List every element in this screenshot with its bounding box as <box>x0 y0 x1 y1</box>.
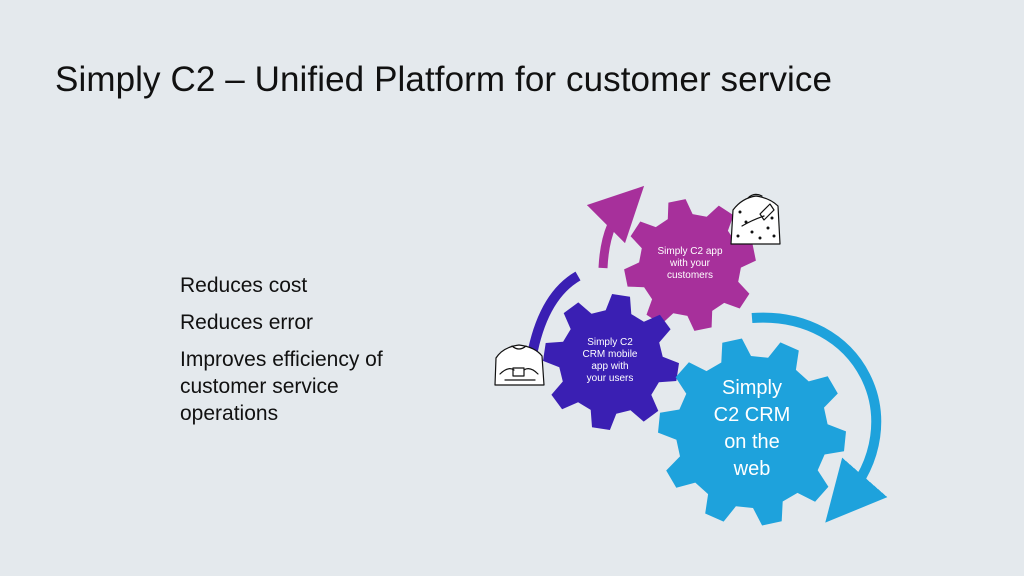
gear-customer-app: Simply C2 app with your customers <box>624 199 756 331</box>
gear-mobile-app: Simply C2 CRM mobile app with your users <box>543 294 679 430</box>
gear-web-crm-line-3: on the <box>724 431 780 453</box>
cycle-arrow-blue <box>751 312 888 523</box>
gear-mobile-app-shape <box>543 294 679 430</box>
benefit-item: Reduces error <box>180 311 314 334</box>
gear-mobile-app-line-4: your users <box>587 373 634 384</box>
benefit-item: Improves efficiency of customer service … <box>180 348 383 425</box>
gear-customer-app-line-2: with your <box>669 258 711 269</box>
gear-web-crm-shape <box>658 338 846 526</box>
gear-web-crm-line-1: Simply <box>722 377 782 399</box>
gear-customer-app-shape <box>624 199 756 331</box>
gear-mobile-app-line-3: app with <box>591 361 628 372</box>
slide-title: Simply C2 – Unified Platform for custome… <box>55 60 833 99</box>
cycle-arrow-purple <box>586 185 645 269</box>
gear-customer-app-line-3: customers <box>667 270 713 281</box>
benefits-list: Reduces cost Reduces error Improves effi… <box>180 272 420 437</box>
benefit-item: Reduces cost <box>180 274 308 297</box>
person-with-phone-icon <box>730 193 781 245</box>
gear-customer-app-line-1: Simply C2 app <box>657 246 722 257</box>
gear-web-crm: Simply C2 CRM on the web <box>658 338 846 526</box>
gear-mobile-app-line-2: CRM mobile <box>582 349 637 360</box>
gear-web-crm-line-2: C2 CRM <box>714 404 791 426</box>
gear-web-crm-line-4: web <box>733 458 771 480</box>
cycle-arrow-indigo <box>528 271 581 352</box>
person-typing-phone-icon <box>494 344 545 386</box>
gear-mobile-app-line-1: Simply C2 <box>587 337 633 348</box>
